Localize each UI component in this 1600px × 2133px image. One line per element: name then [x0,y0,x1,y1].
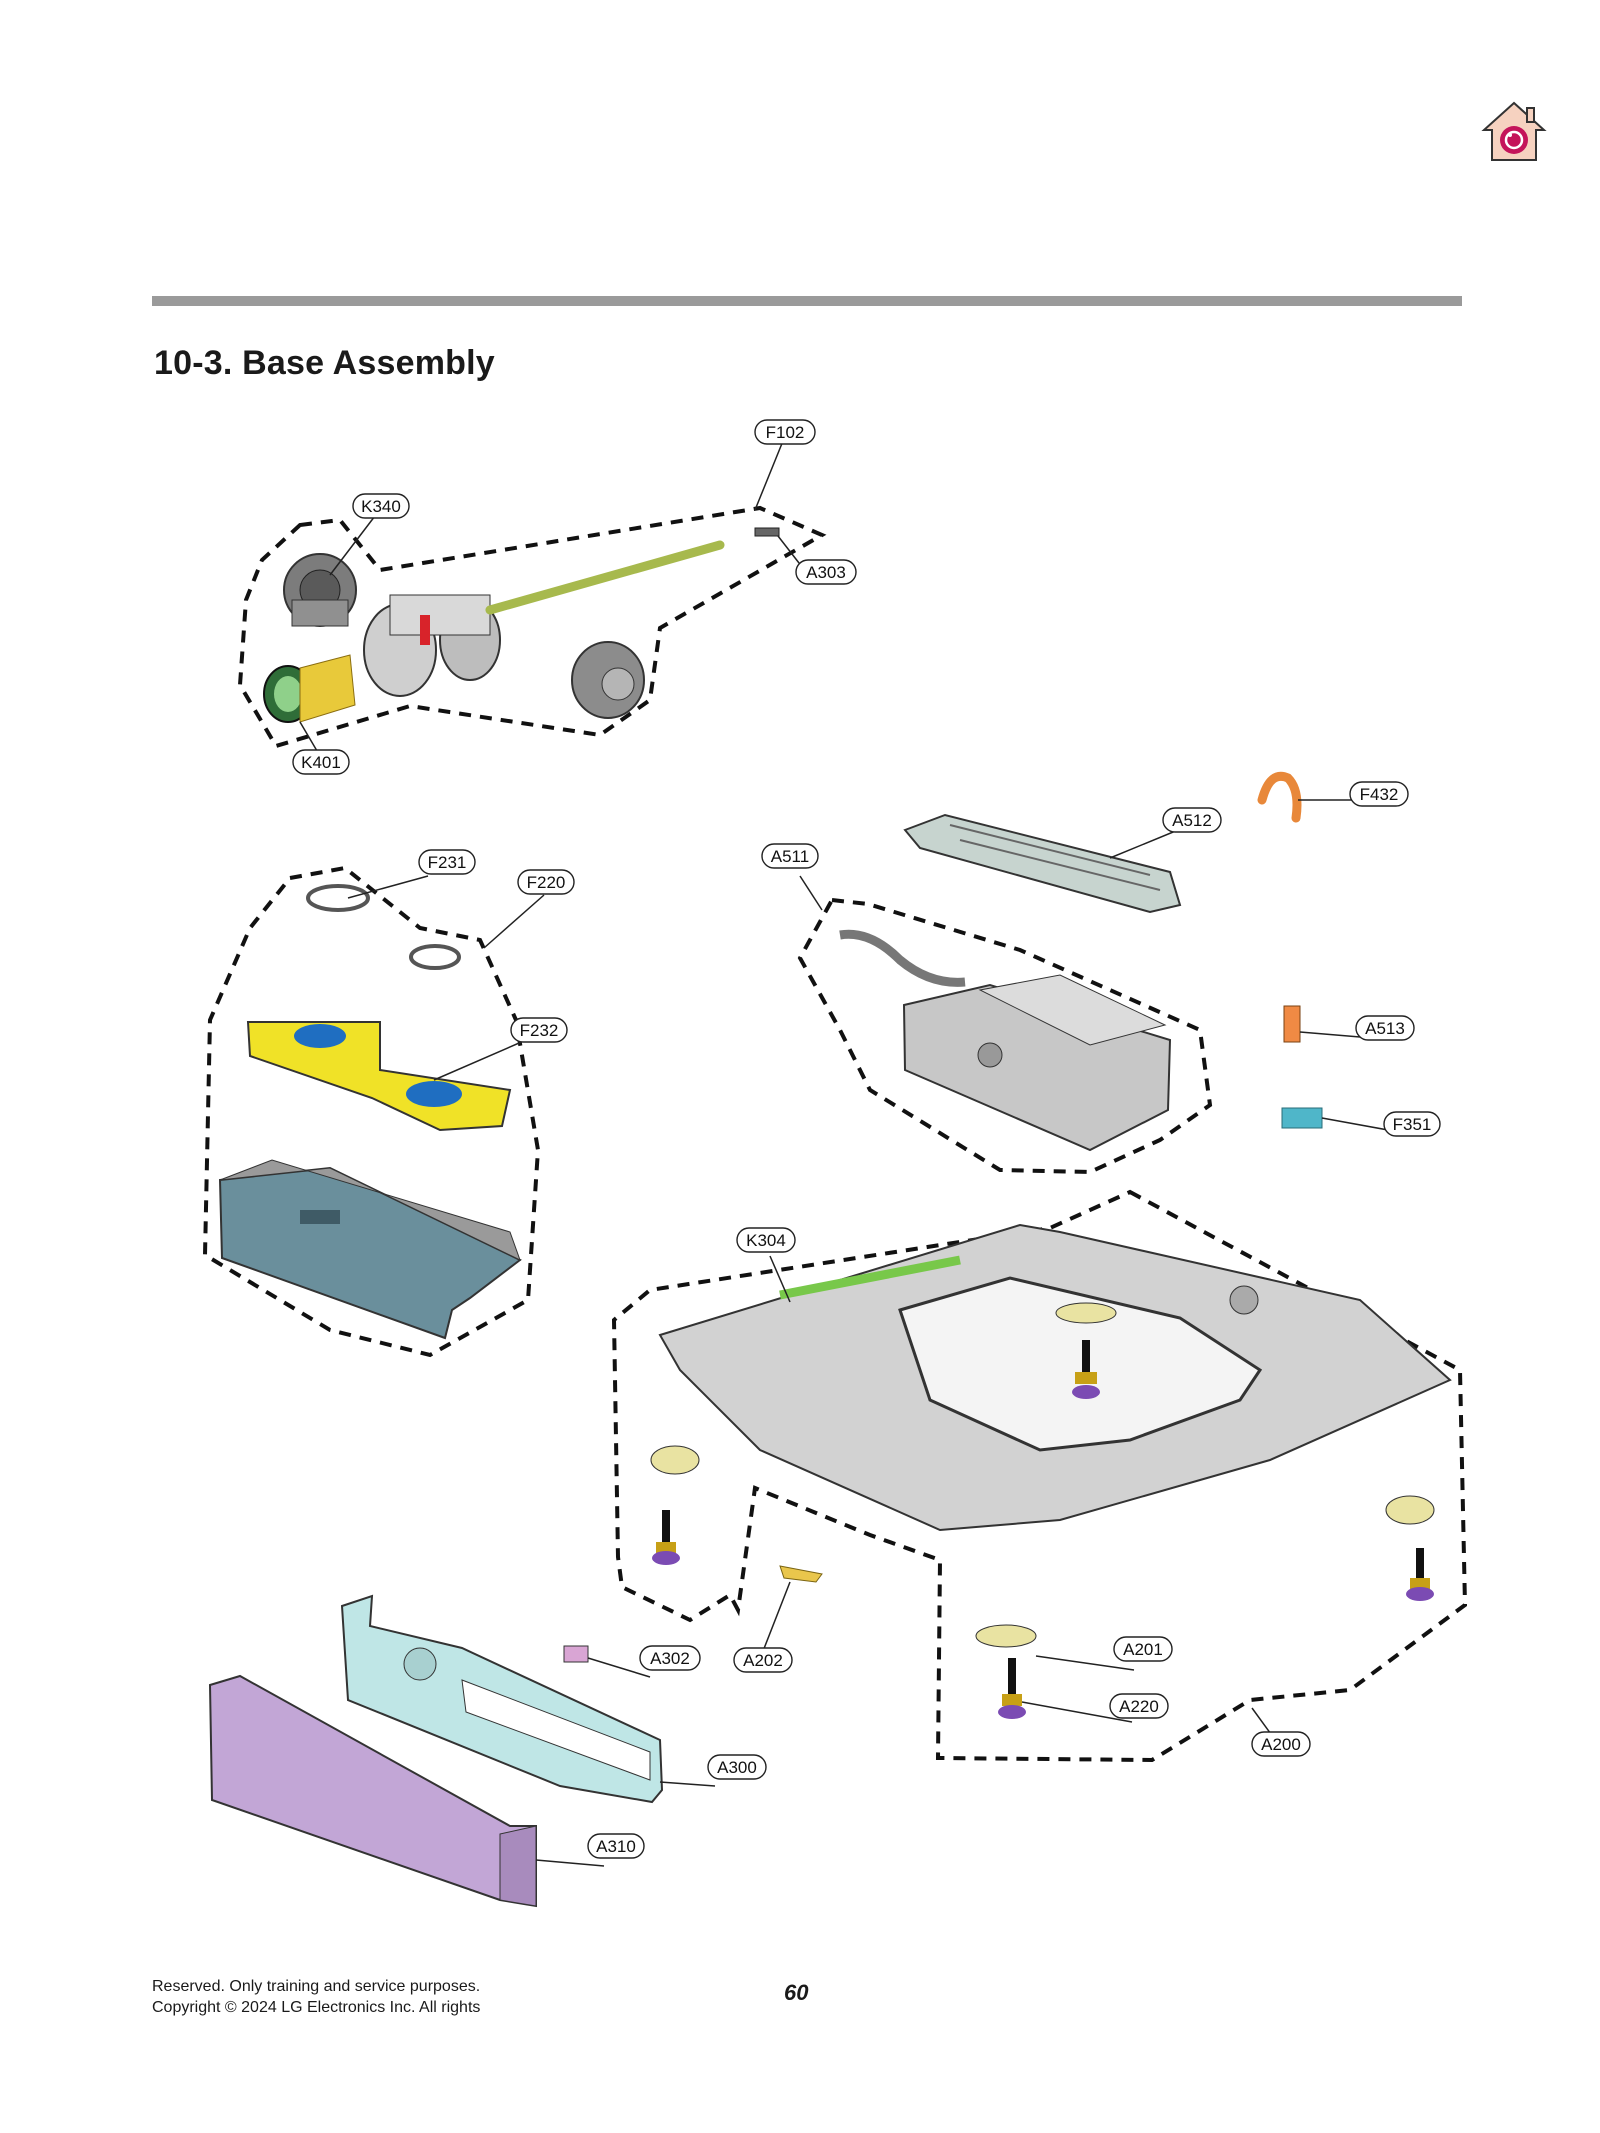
svg-text:A310: A310 [596,1837,636,1856]
footer-line-2: Copyright © 2024 LG Electronics Inc. All… [152,1999,481,2016]
pump-motor-part [571,641,645,719]
f232-yellow-cover-part [246,1021,512,1132]
section-title: 10-3. Base Assembly [154,344,495,382]
drain-filter-part [263,654,356,723]
f220-seal-part [409,944,461,970]
a511-hose-part [839,929,966,987]
callout-f432: F432 [1349,781,1409,807]
callout-f231: F231 [418,849,476,875]
base-frame-part [658,1223,1452,1532]
callout-a310: A310 [587,1833,645,1859]
callout-f351: F351 [1383,1111,1441,1137]
svg-text:A300: A300 [717,1758,757,1777]
valve-group-outline [797,897,1213,1175]
a310-front-panel-part [208,1674,537,1908]
svg-text:A513: A513 [1365,1019,1405,1038]
svg-text:K304: K304 [746,1231,786,1250]
a201-bracket-part-3 [1385,1495,1435,1525]
a202-part [779,1565,823,1583]
svg-text:A201: A201 [1123,1640,1163,1659]
callout-a201: A201 [1113,1636,1173,1662]
detergent-drawer-part [218,1159,522,1340]
a220-leveling-foot-part-4 [998,1658,1026,1719]
f432-hose-hook-part [1257,771,1302,823]
callout-k304: K304 [736,1227,796,1253]
a201-bracket-part-1 [1055,1302,1117,1324]
svg-text:A511: A511 [771,847,809,866]
callout-a220: A220 [1109,1693,1169,1719]
svg-text:F432: F432 [1360,785,1399,804]
callout-k340: K340 [352,493,410,519]
callout-f220: F220 [517,869,575,895]
callout-f102: F102 [754,419,816,445]
a511-valve-box-part [902,974,1172,1152]
callout-a512: A512 [1162,807,1222,833]
a220-leveling-foot-part-1 [1072,1340,1100,1399]
callout-a200: A200 [1251,1731,1311,1757]
footer-line-1: Reserved. Only training and service purp… [152,1978,481,1995]
svg-text:A220: A220 [1119,1697,1159,1716]
callout-a511: A511 [761,843,819,869]
f231-seal-part [306,884,370,912]
pump-housing-part [363,594,501,697]
svg-text:F102: F102 [766,423,805,442]
svg-text:A512: A512 [1172,811,1212,830]
lg-home-logo-icon [1481,101,1547,161]
a513-part [1283,1005,1301,1043]
callout-a202: A202 [733,1647,793,1673]
svg-text:A302: A302 [650,1649,690,1668]
callout-f232: F232 [510,1017,568,1043]
svg-text:F231: F231 [428,853,467,872]
svg-text:A303: A303 [806,563,846,582]
callout-a303: A303 [795,559,857,585]
detergent-group-outline [202,865,541,1358]
callout-a302: A302 [639,1645,701,1671]
header-rule [152,296,1462,306]
svg-text:F351: F351 [1393,1115,1432,1134]
svg-text:A202: A202 [743,1651,783,1670]
page-number: 60 [784,1980,809,2005]
callout-a513: A513 [1355,1015,1415,1041]
pump-rod-part [485,540,725,615]
a201-bracket-part-2 [650,1445,700,1475]
a201-bracket-part-4 [975,1624,1037,1648]
svg-text:A200: A200 [1261,1735,1301,1754]
f351-sensor-part [1281,1107,1323,1129]
a303-clip-part [754,527,780,537]
callout-a300: A300 [707,1754,767,1780]
svg-text:K340: K340 [361,497,401,516]
pump-impeller-part [283,553,357,627]
a300-front-frame-part [340,1594,664,1804]
svg-text:K401: K401 [301,753,341,772]
svg-text:F232: F232 [520,1021,559,1040]
callout-k401: K401 [292,749,350,775]
a220-leveling-foot-part-2 [652,1510,680,1565]
a302-switch-part [563,1645,589,1663]
a220-leveling-foot-part-3 [1406,1548,1434,1601]
svg-text:F220: F220 [527,873,566,892]
footer-copyright: Reserved. Only training and service purp… [152,1976,480,2018]
pump-group-outline [237,505,827,749]
a512-filter-cover-part [903,813,1182,914]
base-frame-group-outline [611,1189,1468,1763]
